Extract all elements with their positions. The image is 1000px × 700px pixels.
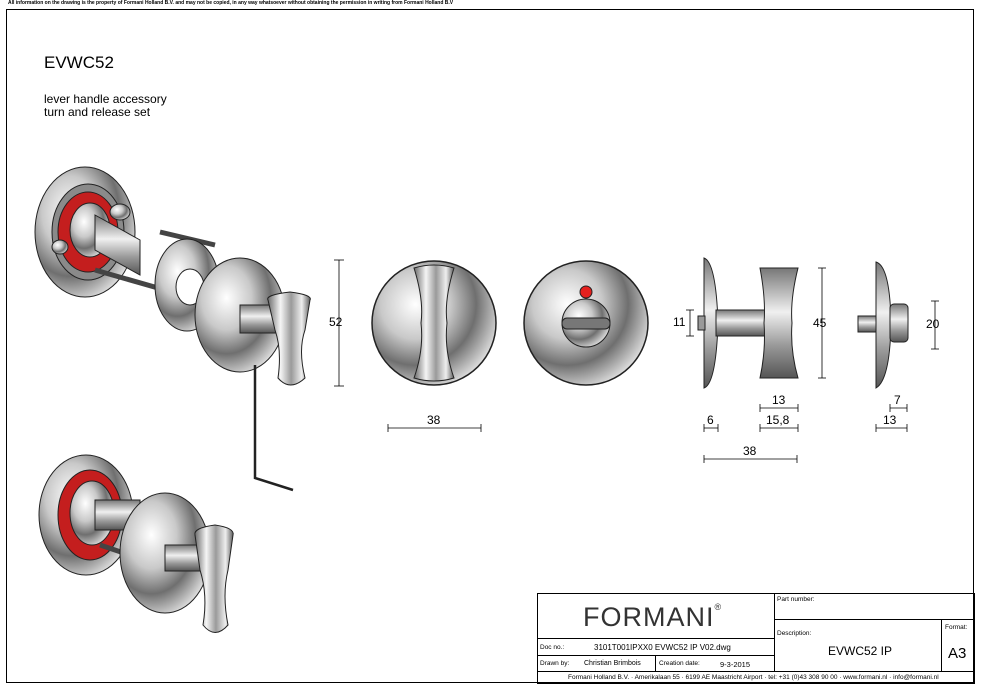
footer-cell: Formani Holland B.V. · Amerikalaan 55 · … xyxy=(537,671,975,684)
dimension-lines xyxy=(334,259,939,463)
dim-side-offset: 15,8 xyxy=(766,413,790,427)
dim-side-handle-height: 45 xyxy=(813,316,827,330)
dim-side-total: 38 xyxy=(743,444,757,458)
doc-no-cell: Doc no.: 3101T001IPXX0 EVWC52 IP V02.dwg xyxy=(537,638,775,656)
dim-front-width: 38 xyxy=(427,413,441,427)
front-view-release xyxy=(523,260,649,386)
drawn-by-label: Drawn by: xyxy=(540,660,570,667)
description-value: EVWC52 IP xyxy=(828,644,893,658)
indicator-red-dot xyxy=(579,285,593,299)
product-code: EVWC52 xyxy=(44,53,114,72)
drawing-frame xyxy=(6,9,974,683)
dim-side-handle-width: 13 xyxy=(772,393,786,407)
format-value: A3 xyxy=(948,645,967,662)
part-number-cell: Part number: xyxy=(774,593,975,620)
dim-side-rose: 11 xyxy=(673,315,686,329)
company-footer: Formani Holland B.V. · Amerikalaan 55 · … xyxy=(568,674,939,681)
dim-front-height: 52 xyxy=(329,315,343,329)
title-block: FORMANI® Part number: Description: EVWC5… xyxy=(537,593,975,684)
doc-no-value: 3101T001IPXX0 EVWC52 IP V02.dwg xyxy=(594,643,731,652)
creation-date-value: 9-3-2015 xyxy=(720,660,751,669)
drawn-by-cell: Drawn by: Christian Brimbois xyxy=(537,655,656,672)
format-label: Format: xyxy=(945,624,968,631)
dim-release-height: 20 xyxy=(926,317,940,331)
copyright-notice: All information on the drawing is the pr… xyxy=(8,0,454,6)
creation-date-cell: Creation date: 9-3-2015 xyxy=(655,655,775,672)
creation-date-label: Creation date: xyxy=(659,660,700,667)
brand-logo: FORMANI® xyxy=(583,602,723,632)
brand-cell: FORMANI® xyxy=(537,593,775,639)
exploded-view xyxy=(34,166,311,492)
side-view xyxy=(697,257,799,389)
doc-no-label: Doc no.: xyxy=(540,644,565,651)
release-side-view xyxy=(857,261,909,389)
product-description-line1: lever handle accessory xyxy=(44,92,167,106)
assembled-view xyxy=(38,454,234,633)
dim-side-rose-thickness: 6 xyxy=(707,413,714,427)
dim-release-width: 13 xyxy=(883,413,897,427)
front-view-turn xyxy=(371,260,497,386)
dim-release-small: 7 xyxy=(894,393,901,407)
description-label: Description: xyxy=(777,630,812,637)
drawn-by-value: Christian Brimbois xyxy=(584,660,641,667)
description-cell: Description: EVWC52 IP xyxy=(774,619,942,672)
product-description-line2: turn and release set xyxy=(44,105,151,119)
part-number-label: Part number: xyxy=(777,596,815,603)
format-cell: Format: A3 xyxy=(941,619,975,672)
